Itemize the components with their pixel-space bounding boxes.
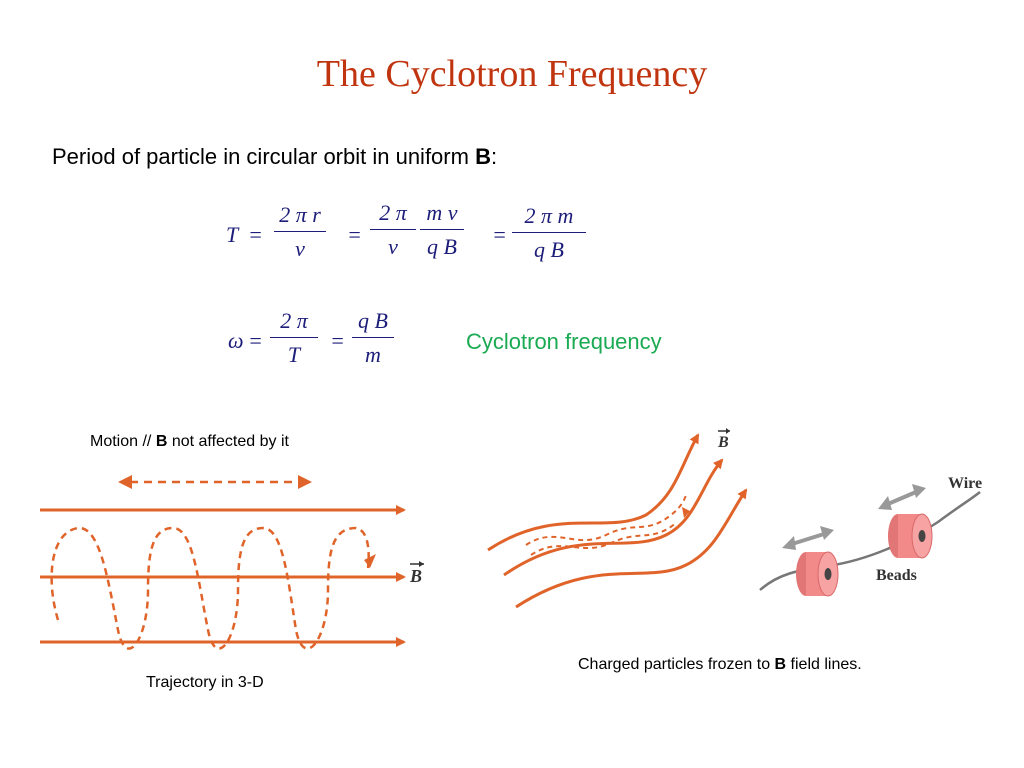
b-field-label-left: B [409, 566, 422, 586]
eq1-fraction-2a: 2 π v [370, 200, 416, 260]
cyclotron-frequency-label: Cyclotron frequency [466, 329, 662, 354]
frozen-field-lines-diagram: B [487, 428, 748, 609]
eq2-f2-num: q B [358, 308, 388, 333]
frozen-caption-bold: B [774, 656, 787, 673]
eq2-f2-den: m [365, 342, 381, 367]
fraction-bar [370, 229, 416, 230]
eq1-f2a-num: 2 π [379, 200, 407, 225]
frozen-caption-suffix: field lines. [786, 656, 862, 673]
motion-caption-suffix: not affected by it [167, 433, 289, 450]
eq1-fraction-2b: m v q B [420, 200, 464, 260]
eq1-equals-1: = [248, 222, 263, 247]
eq2-fraction-2: q B m [352, 308, 394, 368]
frozen-caption: Charged particles frozen to B field line… [578, 656, 862, 674]
motion-caption: Motion // B not affected by it [90, 433, 289, 451]
eq1-lhs: T [226, 222, 239, 247]
intro-text-suffix: : [490, 144, 498, 169]
eq2-f1-den: T [287, 342, 301, 367]
eq1-f2a-den: v [388, 234, 398, 259]
double-arrow-icon [878, 484, 926, 510]
frozen-caption-text: Charged particles frozen to [578, 656, 775, 673]
fraction-bar [420, 229, 464, 230]
particle-path [525, 494, 687, 556]
eq1-f2b-den: q B [427, 234, 457, 259]
b-field-label-right: B [717, 434, 729, 451]
field-line [503, 458, 724, 577]
motion-caption-bold: B [155, 433, 168, 450]
trajectory-caption: Trajectory in 3-D [146, 674, 264, 691]
eq2-fraction-1: 2 π T [270, 308, 318, 368]
bead-icon [888, 513, 933, 559]
double-arrow-icon [118, 475, 312, 489]
eq2-f1-num: 2 π [280, 308, 308, 333]
eq1-f2b-num: m v [426, 200, 458, 225]
field-line [487, 433, 700, 552]
eq1-f1-num: 2 π r [279, 202, 321, 227]
eq1-fraction-3: 2 π m q B [512, 203, 586, 263]
bead-icon [796, 551, 839, 597]
beads-label: Beads [876, 567, 917, 584]
slide-title: The Cyclotron Frequency [316, 53, 708, 95]
eq1-f1-den: v [295, 236, 305, 261]
fraction-bar [274, 231, 326, 232]
eq2-equals-1: = [248, 328, 263, 353]
eq2-equals-2: = [330, 328, 345, 353]
wire [759, 491, 981, 591]
intro-text-main: Period of particle in circular orbit in … [52, 144, 476, 169]
beads-on-wire-diagram: Wire Beads [759, 475, 982, 597]
helix-trajectory-diagram: B [40, 475, 424, 650]
eq1-f3-den: q B [534, 237, 564, 262]
fraction-bar [352, 337, 394, 338]
wire-label: Wire [948, 475, 982, 492]
eq1-equals-3: = [492, 222, 507, 247]
intro-text-bold: B [475, 144, 491, 169]
eq2-lhs: ω [228, 328, 244, 353]
fraction-bar [512, 232, 586, 233]
eq1-fraction-1: 2 π r v [274, 202, 326, 262]
eq1-equals-2: = [347, 222, 362, 247]
intro-text: Period of particle in circular orbit in … [52, 144, 497, 170]
eq1-f3-num: 2 π m [524, 203, 574, 228]
helix-path [50, 526, 370, 650]
field-line [515, 488, 748, 609]
double-arrow-icon [782, 526, 834, 550]
motion-caption-text: Motion // [90, 433, 156, 450]
fraction-bar [270, 337, 318, 338]
